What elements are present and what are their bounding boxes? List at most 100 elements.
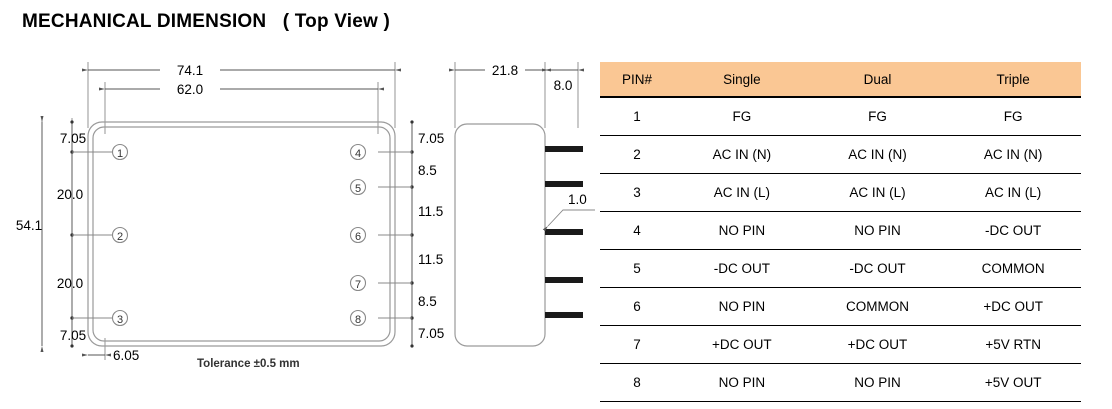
table-body: 1 FG FG FG 2 AC IN (N) AC IN (N) AC IN (… <box>600 97 1081 402</box>
cell-triple: FG <box>945 97 1081 136</box>
table-row: 5 -DC OUT -DC OUT COMMON <box>600 249 1081 288</box>
left-dim-labels: 54.1 7.05 20.0 20.0 7.05 <box>16 131 86 343</box>
table-row: 2 AC IN (N) AC IN (N) AC IN (N) <box>600 135 1081 174</box>
dim-6-05: 6.05 <box>82 348 139 363</box>
pin-markers-left: 1 2 3 <box>111 143 129 327</box>
pin-marker-label: 1 <box>117 148 123 160</box>
pin-marker-2: 2 <box>111 226 129 244</box>
dim-label-l-20-0b: 20.0 <box>57 276 83 291</box>
cell-triple: +5V RTN <box>945 325 1081 364</box>
cell-triple: AC IN (N) <box>945 135 1081 174</box>
pin-markers-right: 4 5 6 7 8 <box>349 143 367 327</box>
dim-label-21-8: 21.8 <box>492 63 518 78</box>
header-row: PIN# Single Dual Triple <box>600 62 1081 98</box>
pin-marker-label: 2 <box>117 231 123 243</box>
page-title: MECHANICAL DIMENSION ( Top View ) <box>22 11 391 32</box>
pin-marker-5: 5 <box>349 178 367 196</box>
cell-dual: COMMON <box>809 287 946 326</box>
pin-marker-4: 4 <box>349 143 367 161</box>
cell-single: NO PIN <box>674 287 810 326</box>
cell-dual: AC IN (N) <box>809 135 946 174</box>
cell-triple: -DC OUT <box>945 211 1081 250</box>
cell-triple: AC IN (L) <box>945 173 1081 212</box>
tolerance-note: Tolerance ±0.5 mm <box>197 358 300 370</box>
column-header-single: Single <box>674 62 810 98</box>
drawing-canvas: 74.1 62.0 54.1 7.05 20.0 20.0 <box>16 62 595 370</box>
dim-label-r-11-5b: 11.5 <box>418 252 443 267</box>
dim-74-1: 74.1 <box>82 63 401 78</box>
table-row: 7 +DC OUT +DC OUT +5V RTN <box>600 325 1081 364</box>
pin-marker-label: 4 <box>355 148 361 160</box>
dim-label-r-7-05b: 7.05 <box>418 326 444 341</box>
cell-single: AC IN (N) <box>674 135 810 174</box>
side-view-body <box>454 123 583 347</box>
dim-label-r-8-5a: 8.5 <box>418 163 437 178</box>
dim-21-8: 21.8 <box>449 63 551 78</box>
pin-marker-label: 8 <box>355 314 361 326</box>
dim-label-74-1: 74.1 <box>177 63 203 78</box>
cell-pin: 4 <box>600 211 675 250</box>
dim-label-8-0: 8.0 <box>554 78 573 93</box>
dim-label-r-11-5a: 11.5 <box>418 204 443 219</box>
side-view-pins <box>545 146 583 318</box>
table-row: 3 AC IN (L) AC IN (L) AC IN (L) <box>600 173 1081 212</box>
cell-triple: +5V OUT <box>945 363 1081 402</box>
dim-label-l-7-05a: 7.05 <box>60 131 86 146</box>
pin-marker-7: 7 <box>349 274 367 292</box>
cell-dual: -DC OUT <box>809 249 946 288</box>
dim-label-62-0: 62.0 <box>177 82 203 97</box>
left-dim-chain <box>40 116 118 352</box>
cell-single: NO PIN <box>674 211 810 250</box>
cell-single: AC IN (L) <box>674 173 810 212</box>
right-dim-chain <box>378 120 414 348</box>
cell-single: FG <box>674 97 810 136</box>
pin-marker-label: 6 <box>355 231 361 243</box>
cell-pin: 8 <box>600 363 675 402</box>
cell-single: -DC OUT <box>674 249 810 288</box>
dim-8-0: 8.0 <box>542 68 584 93</box>
dim-label-1-0: 1.0 <box>568 192 587 207</box>
dim-label-r-7-05a: 7.05 <box>418 131 444 146</box>
cell-pin: 2 <box>600 135 675 174</box>
cell-pin: 1 <box>600 97 675 136</box>
dim-label-l-20-0a: 20.0 <box>57 187 83 202</box>
pin-assignment-table: PIN# Single Dual Triple 1 FG FG FG 2 AC … <box>600 62 1081 402</box>
cell-triple: COMMON <box>945 249 1081 288</box>
mechanical-drawing: 74.1 62.0 54.1 7.05 20.0 20.0 <box>0 48 595 409</box>
cell-dual: NO PIN <box>809 211 946 250</box>
pin-marker-label: 3 <box>117 314 123 326</box>
cell-dual: FG <box>809 97 946 136</box>
cell-triple: +DC OUT <box>945 287 1081 326</box>
pin-marker-1: 1 <box>111 143 129 161</box>
pin-marker-3: 3 <box>111 309 129 327</box>
dim-label-54-1: 54.1 <box>16 218 42 233</box>
cell-dual: NO PIN <box>809 363 946 402</box>
table-row: 6 NO PIN COMMON +DC OUT <box>600 287 1081 326</box>
table-row: 8 NO PIN NO PIN +5V OUT <box>600 363 1081 402</box>
column-header-triple: Triple <box>945 62 1081 98</box>
cell-dual: +DC OUT <box>809 325 946 364</box>
cell-pin: 5 <box>600 249 675 288</box>
cell-dual: AC IN (L) <box>809 173 946 212</box>
cell-pin: 7 <box>600 325 675 364</box>
dim-62-0: 62.0 <box>99 82 384 97</box>
pin-marker-label: 7 <box>355 279 361 291</box>
dim-1-0: 1.0 <box>542 192 595 232</box>
column-header-pin: PIN# <box>600 62 675 98</box>
dim-label-l-7-05b: 7.05 <box>60 328 86 343</box>
pin-marker-8: 8 <box>349 309 367 327</box>
table-header: PIN# Single Dual Triple <box>600 62 1081 98</box>
right-dim-labels: 7.05 8.5 11.5 11.5 8.5 7.05 <box>418 131 444 341</box>
column-header-dual: Dual <box>809 62 946 98</box>
cell-pin: 6 <box>600 287 675 326</box>
top-view-body <box>87 121 396 347</box>
pin-marker-label: 5 <box>355 183 361 195</box>
table-row: 4 NO PIN NO PIN -DC OUT <box>600 211 1081 250</box>
dim-label-r-8-5b: 8.5 <box>418 294 437 309</box>
cell-single: NO PIN <box>674 363 810 402</box>
cell-pin: 3 <box>600 173 675 212</box>
dim-label-6-05: 6.05 <box>113 348 139 363</box>
table-row: 1 FG FG FG <box>600 97 1081 136</box>
cell-single: +DC OUT <box>674 325 810 364</box>
pin-marker-6: 6 <box>349 226 367 244</box>
